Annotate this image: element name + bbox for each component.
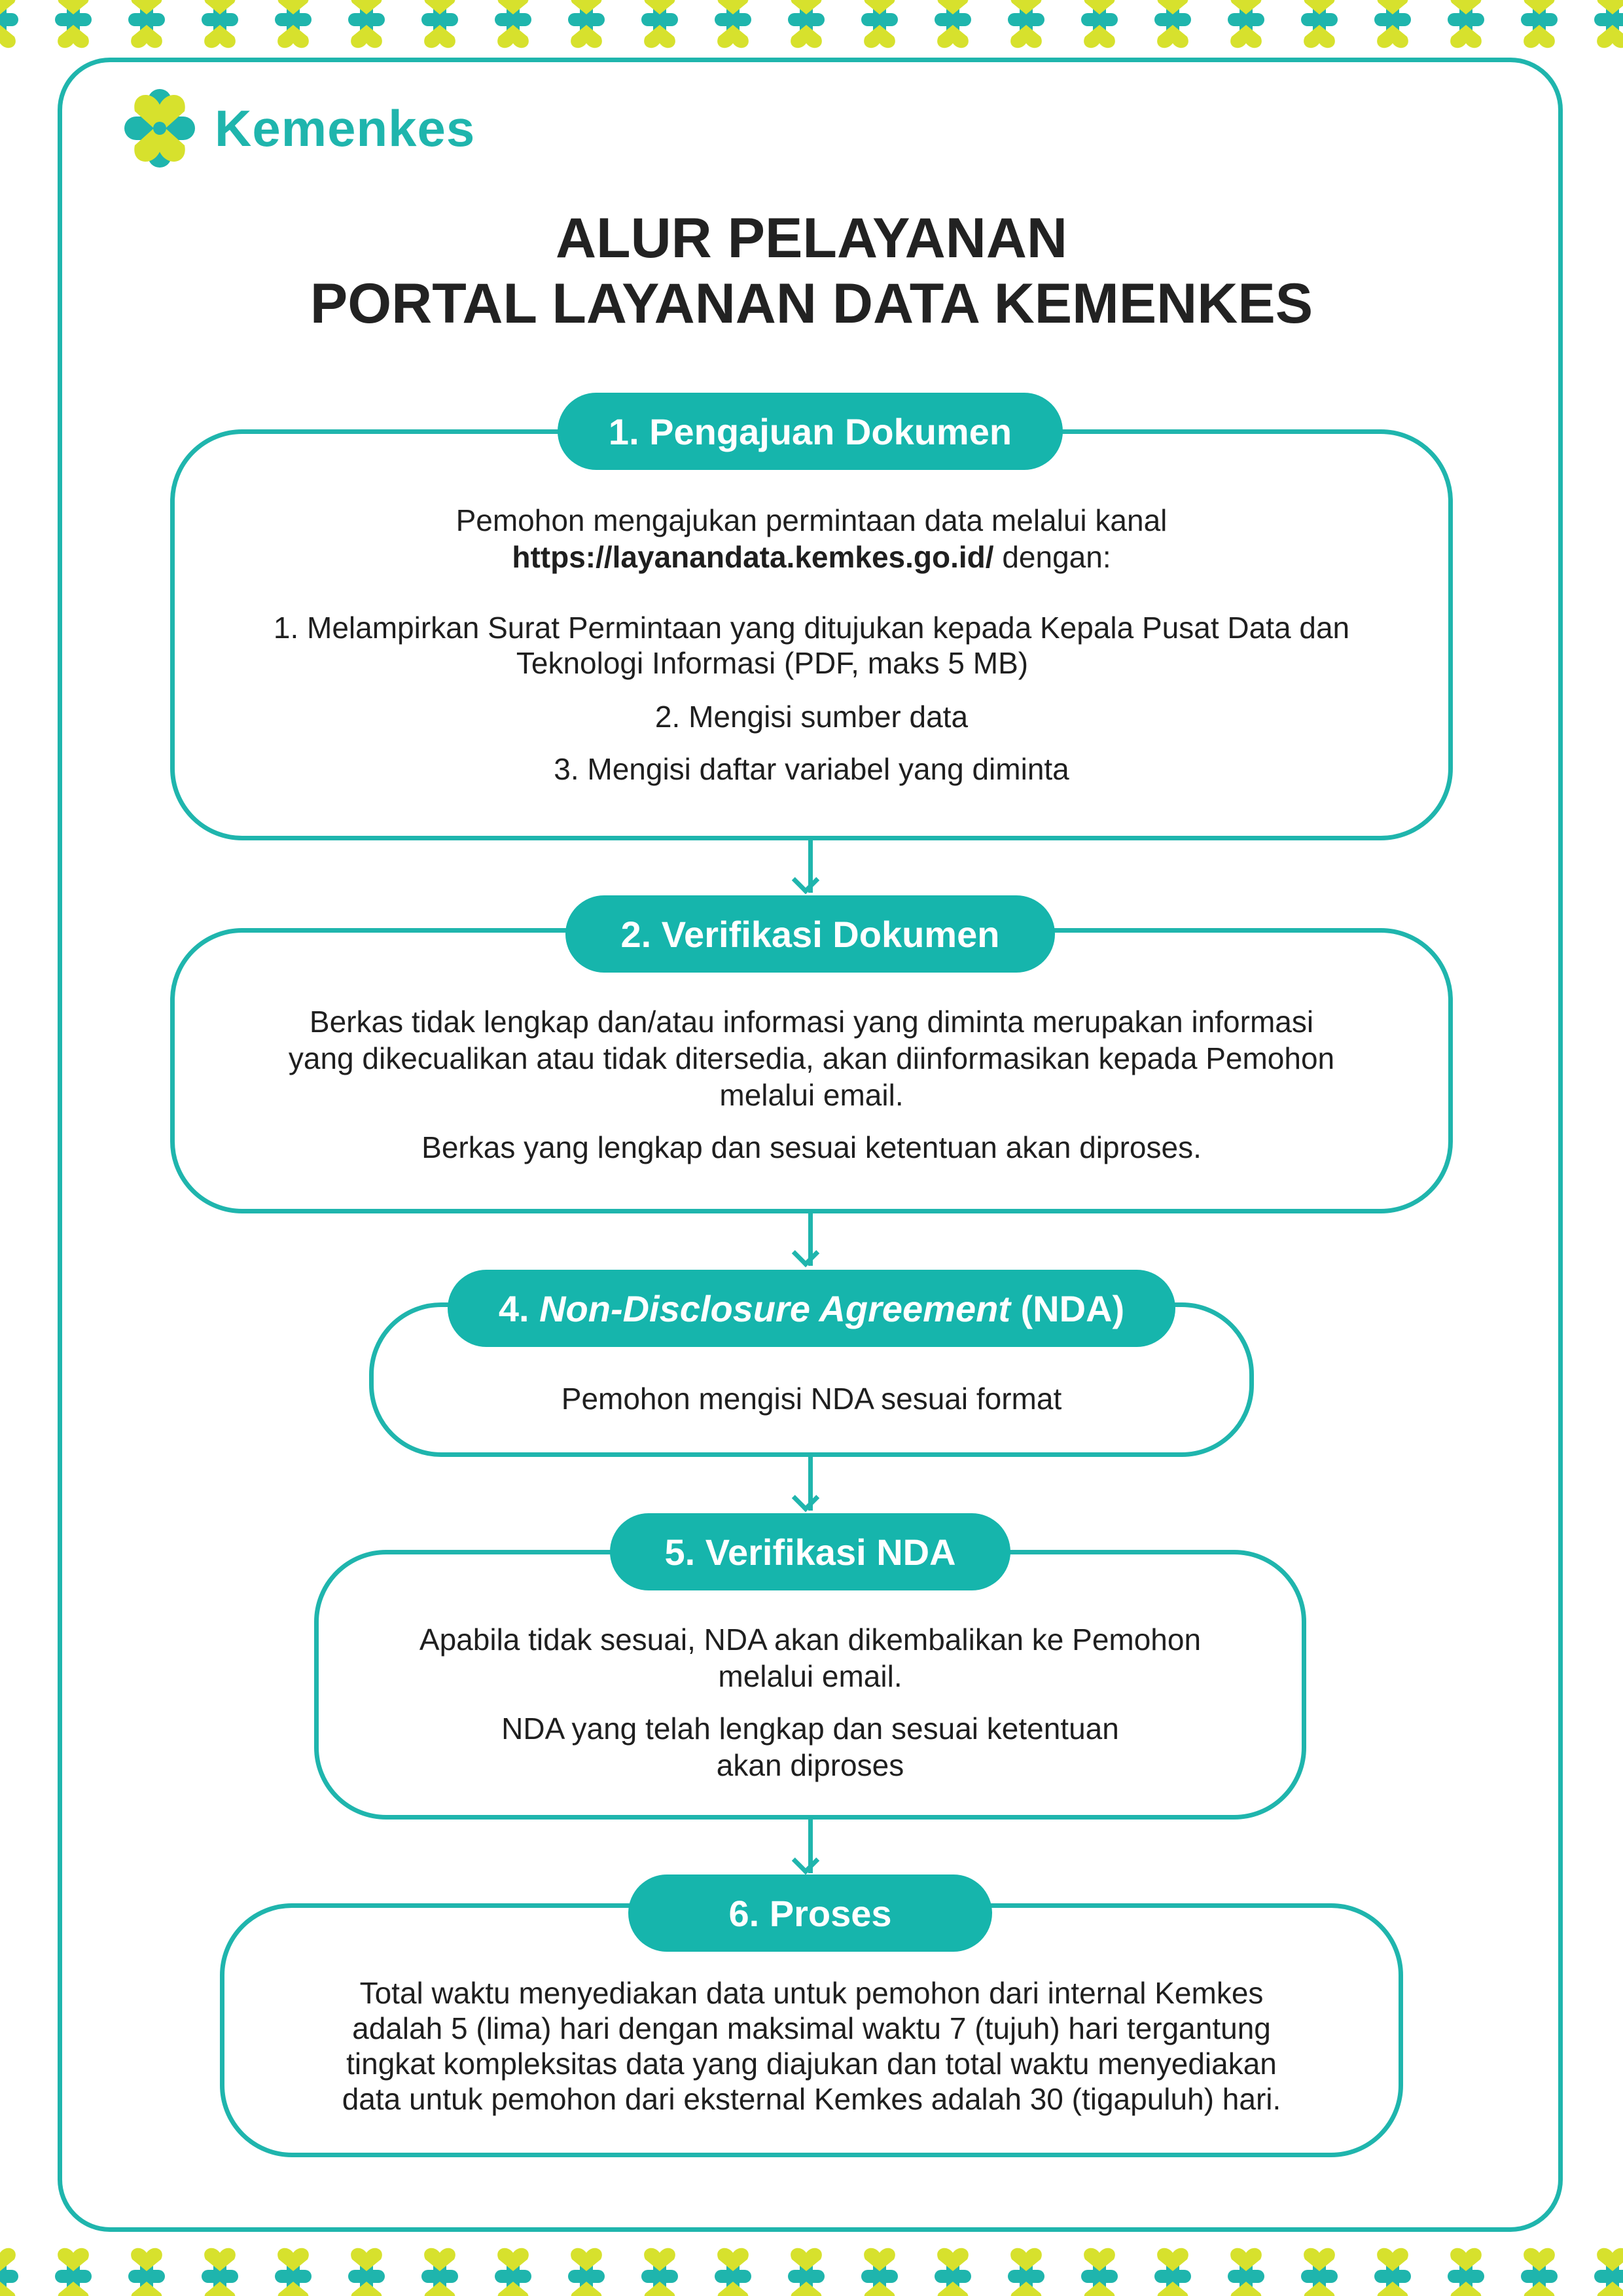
step-5-para1-line2: melalui email. <box>718 1659 902 1693</box>
step-1-url: https://layanandata.kemkes.go.id/ <box>512 540 994 574</box>
step-4-text: Pemohon mengisi NDA sesuai format <box>561 1382 1062 1416</box>
border-motif <box>1081 2248 1118 2296</box>
border-motif <box>935 0 971 48</box>
border-motif <box>202 0 238 48</box>
decorative-border-top <box>0 0 1623 48</box>
step-2-para1-line1: Berkas tidak lengkap dan/atau informasi … <box>309 1005 1314 1039</box>
border-motif <box>1374 2248 1411 2296</box>
step-2-box: Berkas tidak lengkap dan/atau informasi … <box>170 928 1453 1213</box>
step-4-label-suffix: (NDA) <box>1020 1287 1125 1329</box>
border-motif <box>348 2248 385 2296</box>
page-title-line-1: ALUR PELAYANAN <box>555 207 1068 270</box>
step-6-line-4: data untuk pemohon dari eksternal Kemkes… <box>342 2082 1281 2116</box>
border-motif <box>1008 2248 1044 2296</box>
step-1-intro: Pemohon mengajukan permintaan data melal… <box>455 503 1168 537</box>
border-motif <box>1228 0 1264 48</box>
step-1-item-1-line-2: Teknologi Informasi (PDF, maks 5 MB) <box>516 646 1029 680</box>
border-motif <box>0 2248 18 2296</box>
step-2-para1-line2: yang dikecualikan atau tidak ditersedia,… <box>288 1041 1335 1075</box>
border-motif <box>1008 0 1044 48</box>
border-motif <box>55 0 92 48</box>
step-5-box: Apabila tidak sesuai, NDA akan dikembali… <box>314 1550 1306 1820</box>
step-1-url-suffix: dengan: <box>993 540 1111 574</box>
border-motif <box>1448 2248 1484 2296</box>
border-motif <box>348 0 385 48</box>
border-motif <box>1154 0 1191 48</box>
page-frame <box>58 58 1563 2232</box>
border-motif <box>128 2248 165 2296</box>
border-motif <box>55 2248 92 2296</box>
border-motif <box>1521 0 1558 48</box>
kemenkes-logo: Kemenkes <box>120 85 475 171</box>
border-motif <box>421 0 458 48</box>
step-5-label: 5. Verifikasi NDA <box>610 1513 1010 1590</box>
step-1-label: 1. Pengajuan Dokumen <box>558 393 1063 470</box>
step-1-item-3: 3. Mengisi daftar variabel yang diminta <box>554 752 1069 786</box>
border-motif <box>495 2248 531 2296</box>
border-motif <box>1448 0 1484 48</box>
border-motif <box>641 0 678 48</box>
border-motif <box>1521 2248 1558 2296</box>
border-motif <box>128 0 165 48</box>
connector-2-4 <box>808 1213 813 1266</box>
step-1-item-2: 2. Mengisi sumber data <box>654 700 969 734</box>
border-motif <box>0 0 18 48</box>
connector-1-2 <box>808 840 813 893</box>
border-motif <box>1228 2248 1264 2296</box>
page-title-line-2: PORTAL LAYANAN DATA KEMENKES <box>310 272 1313 335</box>
kemenkes-logo-icon <box>124 89 195 168</box>
step-2-para1-line3: melalui email. <box>719 1078 904 1112</box>
step-6-line-1: Total waktu menyediakan data untuk pemoh… <box>359 1976 1264 2010</box>
connector-5-6 <box>808 1820 813 1873</box>
step-6-label: 6. Proses <box>628 1874 992 1952</box>
border-motif <box>421 2248 458 2296</box>
border-motif <box>275 0 312 48</box>
brand-name: Kemenkes <box>215 99 476 157</box>
step-4-label-prefix: 4. <box>498 1287 529 1329</box>
decorative-border-bottom <box>0 2248 1623 2296</box>
step-4-label-italic: Non-Disclosure Agreement <box>539 1287 1010 1329</box>
border-motif <box>1594 2248 1623 2296</box>
border-motif <box>568 2248 605 2296</box>
border-motif <box>495 0 531 48</box>
border-motif <box>1301 0 1338 48</box>
step-5-para2-line2: akan diproses <box>716 1748 904 1782</box>
step-1-item-1-line-1: 1. Melampirkan Surat Permintaan yang dit… <box>273 611 1350 645</box>
step-5-para2-line1: NDA yang telah lengkap dan sesuai ketent… <box>501 1712 1119 1746</box>
border-motif <box>1081 0 1118 48</box>
border-motif <box>715 0 751 48</box>
border-motif <box>788 0 825 48</box>
step-5-para1-line1: Apabila tidak sesuai, NDA akan dikembali… <box>419 1623 1202 1657</box>
border-motif <box>275 2248 312 2296</box>
step-1-box: Pemohon mengajukan permintaan data melal… <box>170 429 1453 840</box>
border-motif <box>788 2248 825 2296</box>
connector-4-5 <box>808 1457 813 1511</box>
border-motif <box>1301 2248 1338 2296</box>
step-2-label: 2. Verifikasi Dokumen <box>565 895 1055 973</box>
border-motif <box>1154 2248 1191 2296</box>
step-2-para2: Berkas yang lengkap dan sesuai ketentuan… <box>421 1130 1202 1164</box>
step-4-label: 4. Non-Disclosure Agreement (NDA) <box>448 1270 1175 1347</box>
border-motif <box>861 2248 898 2296</box>
step-1-url-line: https://layanandata.kemkes.go.id/ dengan… <box>175 539 1448 575</box>
step-6-line-2: adalah 5 (lima) hari dengan maksimal wak… <box>352 2011 1271 2045</box>
border-motif <box>715 2248 751 2296</box>
border-motif <box>641 2248 678 2296</box>
border-motif <box>1374 0 1411 48</box>
step-6-line-3: tingkat kompleksitas data yang diajukan … <box>346 2047 1277 2081</box>
border-motif <box>202 2248 238 2296</box>
border-motif <box>1594 0 1623 48</box>
border-motif <box>568 0 605 48</box>
border-motif <box>935 2248 971 2296</box>
border-motif <box>861 0 898 48</box>
